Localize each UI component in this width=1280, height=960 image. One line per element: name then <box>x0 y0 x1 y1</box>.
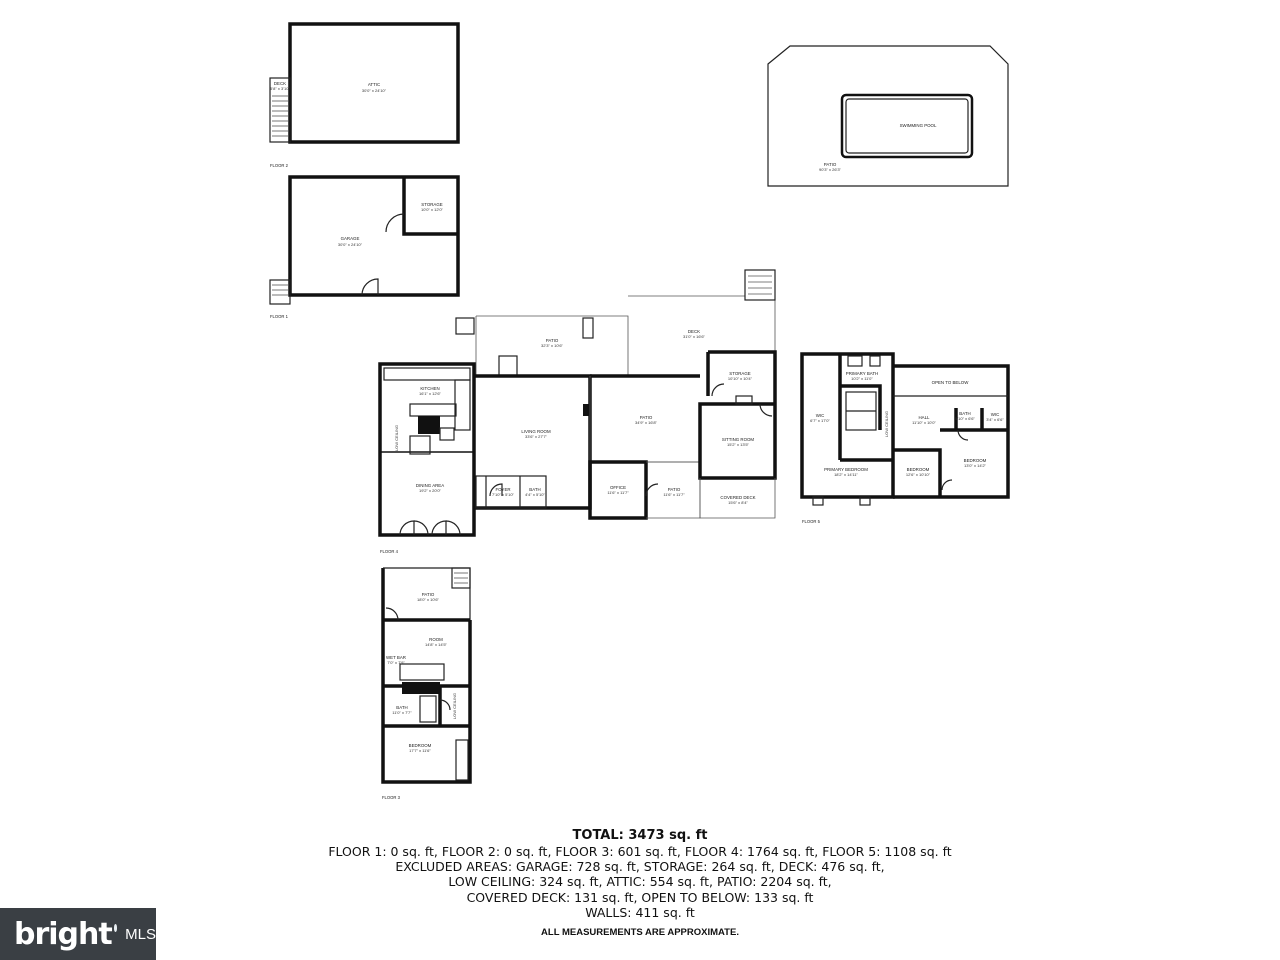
room-deck-name: DECK <box>274 81 286 86</box>
room-foyer-name: FOYER <box>495 487 510 492</box>
room-attic-dims: 30'0" x 24'10" <box>362 88 387 93</box>
room-bedroom-f3-dims: 17'7" x 11'6" <box>409 748 431 753</box>
room-kitchen-name: KITCHEN <box>420 386 439 391</box>
room-patio-top-name: PATIO <box>546 338 559 343</box>
total-area-title: TOTAL: 3473 sq. ft <box>572 828 708 843</box>
room-wic-1-dims: 6'7" x 17'0" <box>810 418 830 423</box>
room-storage-dims: 10'0" x 12'0" <box>421 207 444 212</box>
room-wic-2-dims: 3'4" x 6'6" <box>986 417 1004 422</box>
room-primary-bath-dims: 10'2" x 11'0" <box>851 376 873 381</box>
logo-mls-text: MLS <box>125 925 156 943</box>
room-foyer-dims: 7'10" x 5'10" <box>492 492 515 497</box>
room-dining-dims: 19'2" x 20'0" <box>419 488 442 493</box>
room-primary-bedroom-dims: 18'2" x 14'11" <box>834 472 858 477</box>
floor-1-label: FLOOR 1 <box>270 314 289 319</box>
room-living-name: LIVING ROOM <box>521 429 551 434</box>
floor-4-label: FLOOR 4 <box>380 549 399 554</box>
room-bath-f4-dims: 4'4" x 5'10" <box>525 492 545 497</box>
room-dining-name: DINING AREA <box>416 483 444 488</box>
room-patio-small-name: PATIO <box>668 487 681 492</box>
room-attic-name: ATTIC <box>368 82 380 87</box>
room-room-f3-name: ROOM <box>429 637 443 642</box>
room-bath-f5-dims: 5'10" x 6'6" <box>955 416 975 421</box>
room-patio-top-dims: 32'3" x 10'6" <box>541 343 564 348</box>
room-covered-deck-dims: 15'6" x 8'4" <box>728 500 748 505</box>
room-patio-f3-name: PATIO <box>422 592 435 597</box>
room-primary-bath-name: PRIMARY BATH <box>846 371 878 376</box>
room-patio-center-name: PATIO <box>640 415 653 420</box>
floor-3-low-ceiling: LOW CEILING <box>452 693 457 719</box>
room-patio-f3-dims: 18'0" x 10'6" <box>417 597 440 602</box>
pool-patio-name: PATIO <box>824 162 837 167</box>
logo-dot-icon <box>113 924 118 932</box>
room-bedroom-2-name: BEDROOM <box>964 458 987 463</box>
room-bedroom-2-dims: 13'0" x 14'2" <box>964 463 987 468</box>
room-bath-f5-name: BATH <box>959 411 970 416</box>
room-bedroom-1-name: BEDROOM <box>907 467 930 472</box>
room-primary-bedroom-name: PRIMARY BEDROOM <box>824 467 868 472</box>
pool-plan: SWIMMING POOL PATIO 90'3" x 26'3" <box>767 45 1009 187</box>
room-deck-dims: 5'8" x 3'10" <box>270 86 290 91</box>
room-bath-f3-dims: 11'0" x 7'7" <box>392 710 412 715</box>
room-storage-f4-dims: 10'10" x 10'4" <box>728 376 753 381</box>
room-bedroom-f3-name: BEDROOM <box>409 743 432 748</box>
room-hall-name: HALL <box>919 415 931 420</box>
room-covered-deck-name: COVERED DECK <box>720 495 755 500</box>
floor-3-plan: PATIO 18'0" x 10'6" ROOM 14'8" x 14'5" W… <box>381 567 472 800</box>
room-wic-1-name: WIC <box>816 413 825 418</box>
room-open-below-name: OPEN TO BELOW <box>932 380 970 385</box>
floor-2-plan: ATTIC 30'0" x 24'10" DECK 5'8" x 3'10" F… <box>269 22 460 168</box>
totals-line-low-ceiling: LOW CEILING: 324 sq. ft, ATTIC: 554 sq. … <box>448 874 832 890</box>
floor-5-plan: PRIMARY BATH 10'2" x 11'0" OPEN TO BELOW… <box>800 352 1010 524</box>
room-bath-f3-name: BATH <box>396 705 407 710</box>
totals-line-excluded: EXCLUDED AREAS: GARAGE: 728 sq. ft, STOR… <box>395 859 885 875</box>
room-bedroom-1-dims: 12'6" x 10'10" <box>906 472 931 477</box>
totals-line-walls: WALLS: 411 sq. ft <box>585 904 695 920</box>
room-room-f3-dims: 14'8" x 14'5" <box>425 642 448 647</box>
room-storage-f4-name: STORAGE <box>729 371 750 376</box>
floor-5-low-ceiling: LOW CEILING <box>884 411 889 437</box>
room-hall-dims: 11'10" x 10'0" <box>912 420 936 425</box>
swimming-pool-name: SWIMMING POOL <box>900 123 937 128</box>
bright-mls-logo: bright MLS <box>0 908 156 960</box>
room-wic-2-name: WIC <box>991 412 1000 417</box>
room-office-name: OFFICE <box>610 485 626 490</box>
room-wet-bar-name: WET BAR <box>386 655 406 660</box>
area-totals: TOTAL: 3473 sq. ft FLOOR 1: 0 sq. ft, FL… <box>0 828 1280 920</box>
room-bath-f4-name: BATH <box>529 487 540 492</box>
logo-brand-text: bright <box>14 916 113 952</box>
room-deck-f4-dims: 31'0" x 16'6" <box>683 334 706 339</box>
totals-line-covered-deck: COVERED DECK: 131 sq. ft, OPEN TO BELOW:… <box>466 889 814 905</box>
pool-patio-dims: 90'3" x 26'3" <box>819 167 842 172</box>
room-sitting-name: SITTING ROOM <box>722 437 755 442</box>
room-kitchen-dims: 16'1" x 12'6" <box>419 391 442 396</box>
measurement-disclaimer: ALL MEASUREMENTS ARE APPROXIMATE. <box>541 927 739 938</box>
room-sitting-dims: 15'2" x 13'5" <box>727 442 750 447</box>
floor-3-label: FLOOR 3 <box>382 795 401 800</box>
floor-4-plan: KITCHEN 16'1" x 12'6" DINING AREA 19'2" … <box>378 269 777 554</box>
room-deck-f4-name: DECK <box>688 329 700 334</box>
room-office-dims: 11'6" x 11'7" <box>607 490 629 495</box>
room-garage-dims: 30'0" x 24'10" <box>338 242 363 247</box>
floor-1-plan: STORAGE 10'0" x 12'0" GARAGE 30'0" x 24'… <box>269 175 460 319</box>
floor-plan-drawing: ATTIC 30'0" x 24'10" DECK 5'8" x 3'10" F… <box>269 22 1010 800</box>
room-patio-small-dims: 11'6" x 11'7" <box>663 492 685 497</box>
totals-line-floors: FLOOR 1: 0 sq. ft, FLOOR 2: 0 sq. ft, FL… <box>328 844 952 859</box>
floor-4-low-ceiling: LOW CEILING <box>394 425 399 451</box>
room-patio-center-dims: 34'9" x 16'8" <box>635 420 658 425</box>
floor-5-label: FLOOR 5 <box>802 519 821 524</box>
room-garage-name: GARAGE <box>341 236 360 241</box>
room-storage-name: STORAGE <box>421 202 442 207</box>
room-wet-bar-dims: 7'0" x 7'9" <box>387 660 405 665</box>
room-living-dims: 33'6" x 27'7" <box>525 434 548 439</box>
floor-2-label: FLOOR 2 <box>270 163 289 168</box>
